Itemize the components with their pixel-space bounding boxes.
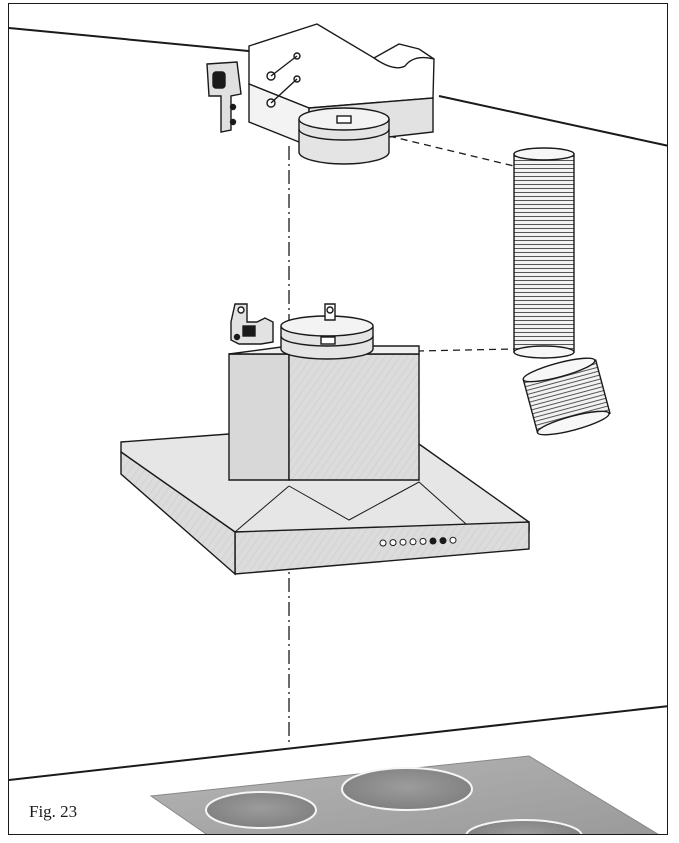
ceiling-line-right: [438, 95, 667, 147]
cooking-zone-front: [465, 819, 583, 834]
hood-chimney-left: [228, 353, 290, 481]
flexible-hose: [513, 147, 575, 359]
installation-diagram: [9, 23, 667, 834]
hood-canopy-front: [234, 521, 530, 575]
range-hood: [120, 345, 530, 576]
ceiling-duct-box: [206, 23, 435, 148]
cooktop: [149, 755, 659, 834]
hood-control-button: [449, 536, 457, 544]
figure-frame: Fig. 23: [8, 3, 668, 835]
cooking-zone-right: [341, 767, 473, 811]
hood-canopy-left: [120, 450, 236, 576]
hood-control-button: [409, 538, 417, 546]
hood-chimney-front: [288, 353, 420, 481]
hood-mounting-bracket: [230, 303, 274, 345]
hood-control-button: [379, 539, 387, 547]
alignment-lines: [368, 135, 515, 353]
ceiling-duct-collar: [298, 107, 390, 165]
hood-control-button: [389, 539, 397, 547]
flexible-hose-short: [522, 357, 611, 436]
ceiling-line-left: [9, 27, 260, 53]
hood-control-panel: [379, 536, 457, 547]
hood-control-button: [439, 537, 447, 545]
duct-screws: [266, 52, 301, 108]
floor-line: [9, 705, 667, 781]
hood-control-button: [419, 537, 427, 545]
hood-control-button: [399, 538, 407, 546]
cooking-zone-left: [205, 791, 317, 829]
hood-duct-collar: [280, 303, 374, 360]
room-outline: [9, 27, 667, 781]
hood-control-button: [429, 537, 437, 545]
figure-label: Fig. 23: [29, 802, 78, 821]
